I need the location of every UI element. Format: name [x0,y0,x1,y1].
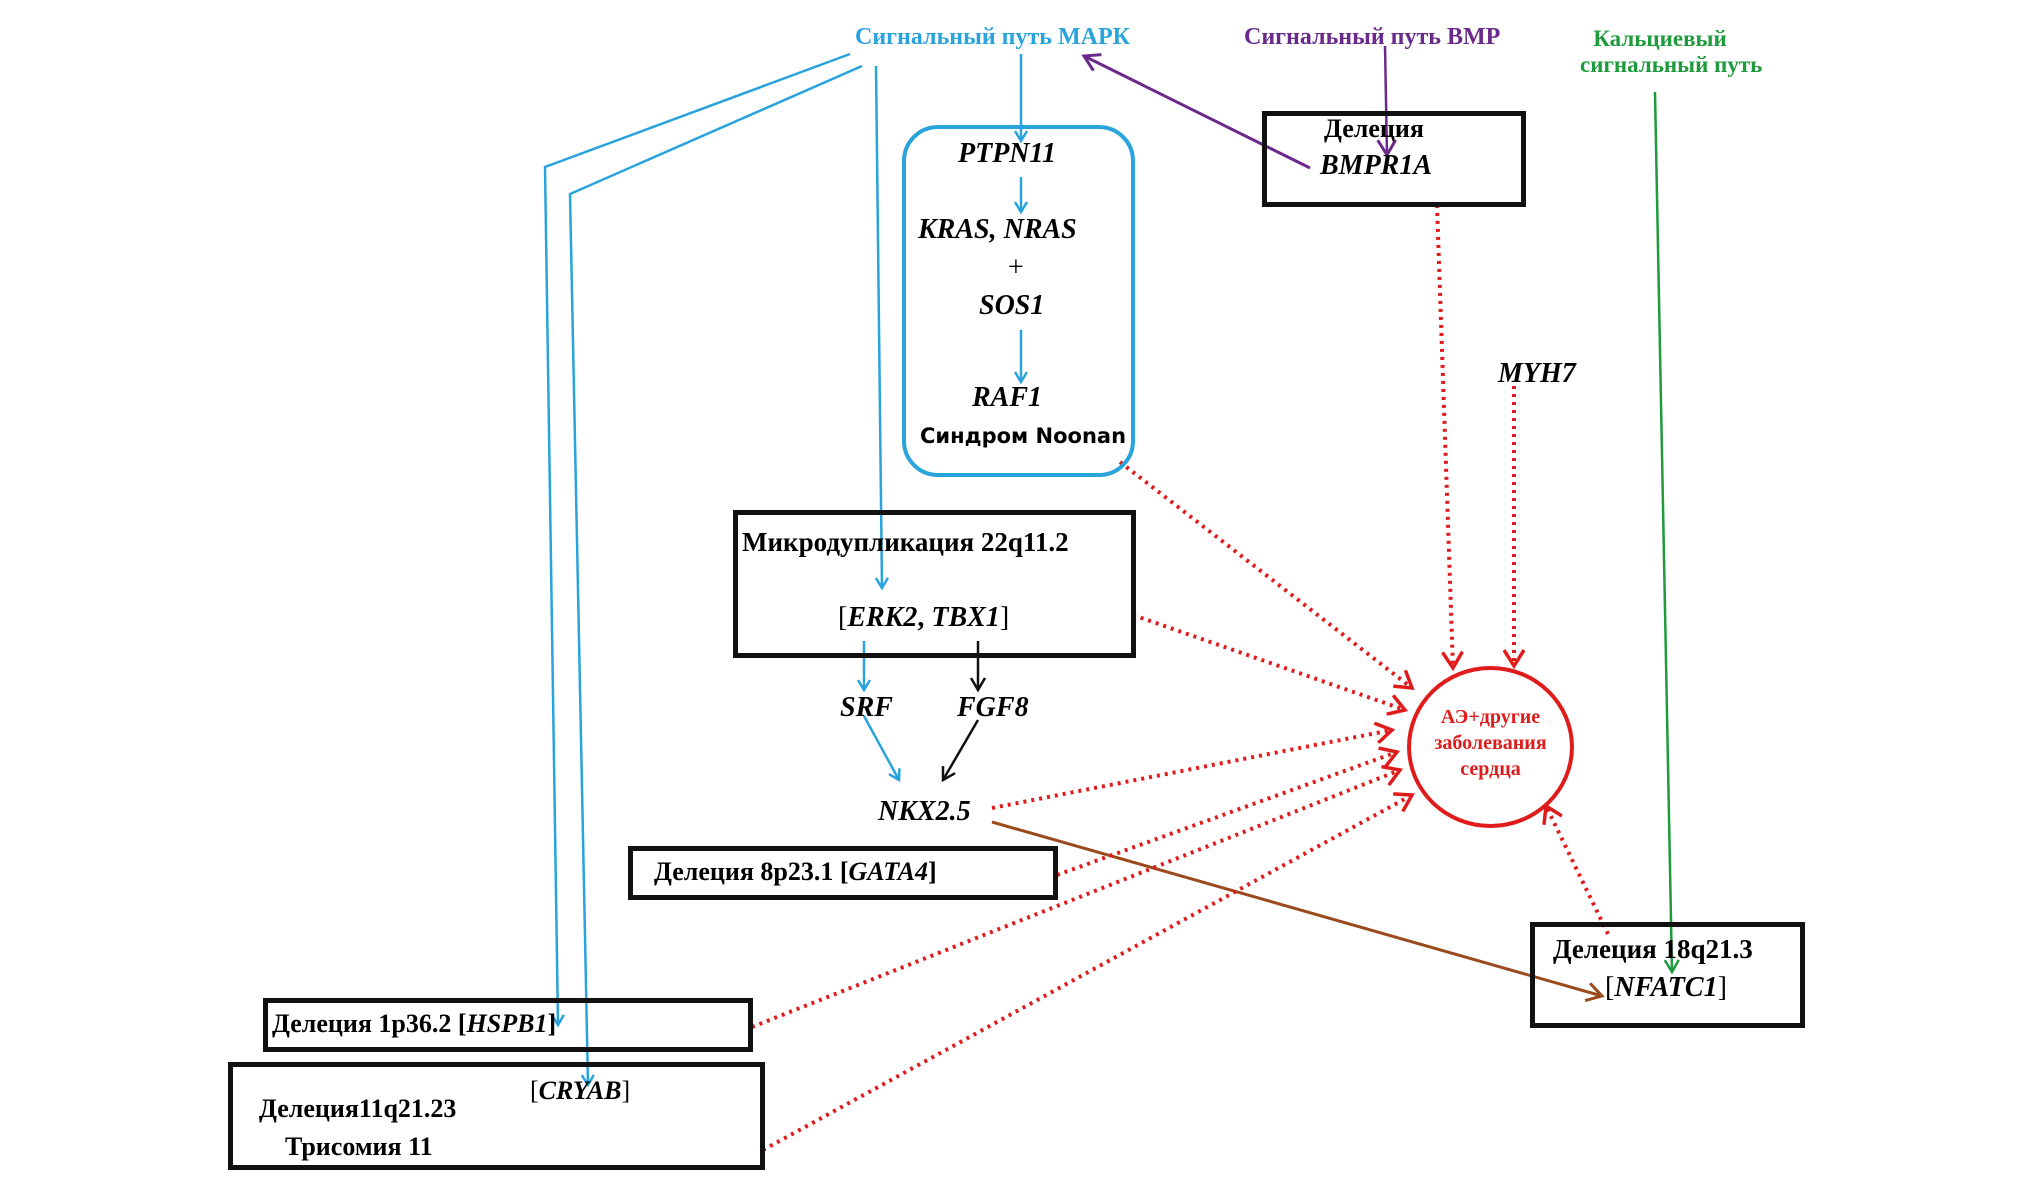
bracket-close: ] [928,857,937,886]
gata4-deletion-box [628,846,1058,900]
edge-fgf8-to-nkx25 [943,719,980,780]
pathway-calcium-line2: сигнальный путь [1580,52,1763,78]
edge-mapk-to-erk2 [874,65,882,588]
gene-srf: SRF [840,692,893,723]
outcome-heart-disease-circle [1407,666,1574,828]
gene-myh7: MYH7 [1498,358,1576,389]
outcome-line2: заболевания [1434,732,1547,754]
trisomy-11-label: Трисомия 11 [285,1132,433,1161]
edge-nkx25-to-nfatc1 [991,820,1602,996]
edge-calcium-to-nfatc1 [1653,91,1672,972]
nfatc1-genes: [NFATC1] [1605,972,1727,1004]
bracket-close: ] [621,1076,631,1105]
gata4-deletion-text: Делеция 8p23.1 [ [654,857,849,886]
microduplication-genes: [ERK2, TBX1] [838,602,1009,634]
pathway-mapk-label: Сигнальный путь МАРК [855,24,1131,50]
nfatc1-deletion-label: Делеция 18q21.3 [1553,934,1753,964]
gene-gata4: GATA4 [848,857,929,886]
edge-bmpr1a-to-mapk [1084,56,1311,170]
gata4-deletion-label: Делеция 8p23.1 [GATA4] [654,857,937,887]
bracket-open: [ [1605,972,1615,1003]
outcome-line3: сердца [1460,758,1521,780]
gene-hspb1: HSPB1 [466,1009,548,1038]
gene-nkx25: NKX2.5 [878,796,971,827]
pathway-calcium-line1: Кальциевый [1593,26,1727,51]
hspb1-deletion-label: Делеция 1p36.2 [HSPB1] [272,1009,556,1039]
noonan-syndrome-box [902,125,1135,477]
gene-erk2: ERK2 [847,602,918,633]
edge-noonan-to-outcome [1118,460,1412,688]
edge-mapk-to-hspb1 [543,52,851,1025]
bracket-close: ] [1717,972,1727,1003]
hspb1-deletion-text: Делеция 1p36.2 [ [272,1009,467,1038]
edge-microdup-to-outcome [1132,613,1405,710]
microduplication-22q11-box [733,510,1136,658]
gene-bmpr1a: BMPR1A [1320,150,1433,181]
outcome-line1: АЭ+другие [1440,706,1541,728]
bmpr1a-deletion-box [1262,111,1526,207]
bmpr1a-deletion-label: Делеция [1324,114,1424,143]
hspb1-deletion-box [263,998,753,1052]
gene-kras-nras: KRAS, NRAS [918,214,1077,245]
gene-nfatc1: NFATC1 [1614,972,1718,1003]
noonan-syndrome-label: Синдром Noonan [920,424,1127,448]
gene-raf1: RAF1 [972,382,1043,413]
gene-ptpn11: PTPN11 [958,138,1056,169]
edge-cryab-to-outcome [762,795,1412,1152]
gene-tbx1: TBX1 [931,602,1000,633]
edge-bmp-to-bmpr1a [1385,45,1387,155]
pathway-bmp-label: Сигнальный путь BMP [1244,24,1501,50]
bracket-close: ] [547,1009,557,1038]
gene-sos1: SOS1 [979,290,1045,321]
bracket-close: ] [999,602,1010,633]
plus-sign: + [1008,252,1024,283]
gene-fgf8: FGF8 [957,692,1029,723]
edge-bmpr1a-to-outcome [1435,204,1453,668]
bracket-open: [ [838,602,848,633]
edge-mapk-to-cryab [568,64,863,1085]
cryab-genes: [CRYAB] [530,1076,630,1106]
edge-srf-to-nkx25 [862,715,899,780]
microduplication-22q11-label: Микродупликация 22q11.2 [742,527,1069,557]
gene-cryab: CRYAB [538,1076,622,1105]
outcome-heart-disease-label: АЭ+другие заболевания сердца [1407,704,1574,782]
bracket-open: [ [530,1076,539,1105]
nfatc1-deletion-box [1530,922,1805,1028]
deletion-11q-label: Делеция11q21.23 [259,1094,457,1123]
separator: , [917,602,932,633]
pathway-calcium-label: Кальциевый сигнальный путь [1580,26,1763,79]
edge-nfatc1-to-outcome [1546,806,1610,935]
deletion-11q-trisomy-box [228,1062,765,1170]
